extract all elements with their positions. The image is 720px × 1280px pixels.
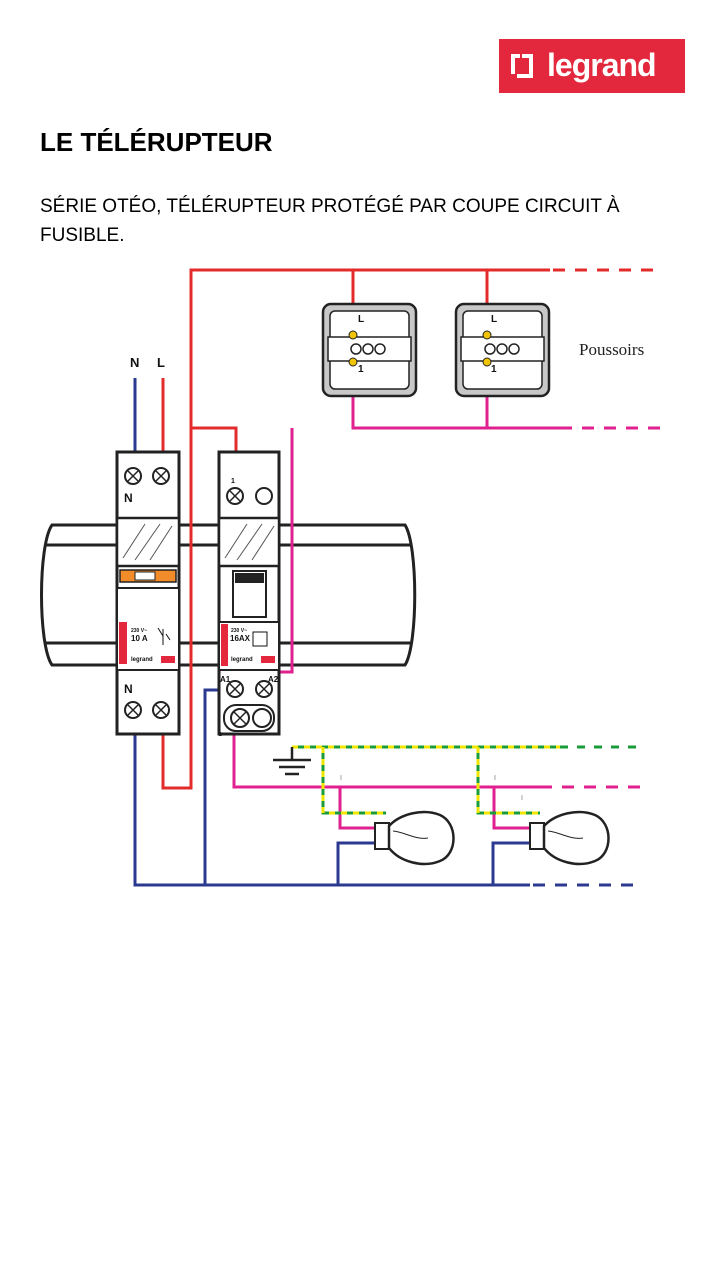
relay-a2-label: A2 xyxy=(268,675,279,684)
page-subtitle: SÉRIE OTÉO, TÉLÉRUPTEUR PROTÉGÉ PAR COUP… xyxy=(40,196,620,246)
earth-wires xyxy=(292,745,640,815)
fuse-rating: 10 A xyxy=(131,634,148,643)
pushbutton-2-terminal-1: 1 xyxy=(491,364,497,375)
relay-brand: legrand xyxy=(231,657,253,663)
legrand-logo: legrand xyxy=(499,39,685,93)
pushbutton-2-terminal-l: L xyxy=(491,314,497,325)
relay-rating: 16AX xyxy=(230,634,251,643)
relay-terminal-top-label: 1 xyxy=(231,478,235,485)
control-wires xyxy=(232,372,662,830)
fuse-voltage: 230 V~ xyxy=(131,628,147,634)
neutral-label: N xyxy=(130,355,139,370)
page-title: LE TÉLÉRUPTEUR xyxy=(40,127,273,157)
lamp-2: I xyxy=(494,775,610,866)
fuse-terminal-bottom-label: N xyxy=(124,682,133,696)
lamp-1-tick: I xyxy=(340,775,342,782)
pushbutton-1-terminal-l: L xyxy=(358,314,364,325)
lamp-1: I xyxy=(340,775,455,866)
relay-module: 1 230 V~ 16AX legrand A1 A2 2 xyxy=(217,450,281,738)
relay-a1-label: A1 xyxy=(220,675,231,684)
pushbuttons-label: Poussoirs xyxy=(579,340,644,359)
relay-terminal-bottom-label: 2 xyxy=(219,732,222,738)
legrand-wordmark: legrand xyxy=(547,47,657,83)
pushbutton-1: L 1 xyxy=(321,302,418,398)
pushbutton-1-terminal-1: 1 xyxy=(358,364,364,375)
pushbutton-2: L 1 xyxy=(454,302,551,398)
fuse-terminal-top-label: N xyxy=(124,491,133,505)
relay-voltage: 230 V~ xyxy=(231,628,247,634)
live-label: L xyxy=(157,355,165,370)
earth-ground-icon xyxy=(273,747,311,776)
neutral-wires xyxy=(133,378,640,887)
fuse-brand: legrand xyxy=(131,657,153,663)
control-line-tick: I xyxy=(521,795,523,802)
lamp-2-tick: I xyxy=(494,775,496,782)
fuse-holder-module: N 230 V~ 10 A legrand N xyxy=(115,450,181,736)
legrand-mark-icon xyxy=(511,54,533,78)
